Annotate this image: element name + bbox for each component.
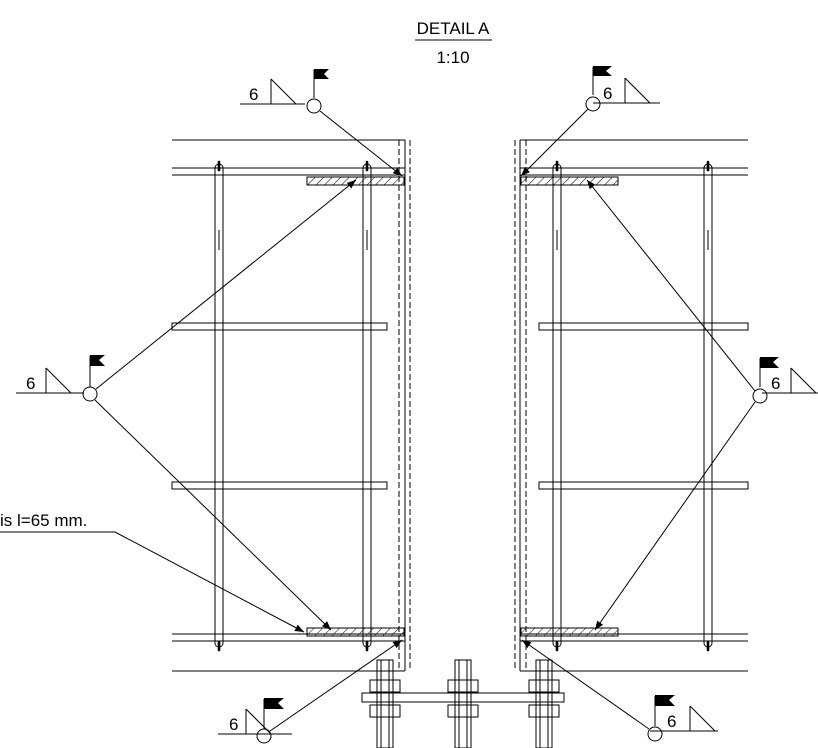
- right-bottom-weld-plate: [520, 627, 619, 637]
- bolt-shank: [535, 659, 553, 748]
- weld-symbol-mid-right: 6: [586, 179, 818, 631]
- bolt-nut: [528, 679, 560, 693]
- weld-size-label: 6: [229, 715, 238, 734]
- left-bottom-weld-plate: [306, 627, 405, 637]
- weld-size-label: 6: [667, 712, 676, 731]
- fillet-weld-icon: [624, 78, 650, 104]
- fillet-weld-icon: [270, 79, 296, 105]
- weld-all-around-circle: [306, 98, 322, 114]
- right-tie-2: [538, 481, 749, 490]
- weld-symbol-top-right: 6: [520, 66, 660, 177]
- bolt-nut: [447, 679, 479, 693]
- leader-arrow-lower: [94, 399, 332, 631]
- fillet-weld-icon: [45, 368, 71, 394]
- leader-arrow-upper: [586, 179, 756, 392]
- weld-size-label: 6: [603, 84, 612, 103]
- field-weld-flag-icon: [760, 357, 779, 368]
- leader-arrow: [269, 639, 403, 732]
- leader-arrow-upper: [95, 179, 357, 390]
- detail-title: DETAIL A: [417, 19, 490, 38]
- leader-arrow: [520, 108, 589, 177]
- weld-symbol-top-left: 6: [240, 69, 403, 177]
- bolt-nut: [369, 679, 401, 693]
- weld-all-around-circle: [585, 96, 601, 112]
- bolt-left: [369, 659, 401, 748]
- fillet-weld-icon: [245, 709, 271, 735]
- weld-length-note-text: is l=65 mm.: [0, 511, 87, 530]
- weld-length-note: is l=65 mm.: [0, 511, 305, 633]
- left-tie-1: [171, 322, 388, 331]
- weld-symbol-mid-left: 6: [16, 179, 357, 631]
- leader-arrow: [521, 639, 650, 730]
- leader-arrow: [319, 110, 403, 177]
- fillet-weld-icon: [689, 706, 715, 732]
- weld-all-around-circle: [82, 386, 98, 402]
- weld-all-around-circle: [752, 388, 768, 404]
- right-beam: [514, 139, 749, 672]
- drawing-title: DETAIL A 1:10: [415, 19, 492, 67]
- field-weld-flag-icon: [655, 695, 675, 706]
- field-weld-flag-icon: [593, 66, 612, 76]
- left-tie-2: [171, 481, 388, 490]
- bolt-shank: [454, 659, 472, 748]
- weld-size-label: 6: [249, 85, 258, 104]
- weld-symbol-bottom-left: 6: [218, 639, 403, 744]
- right-tie-1: [538, 322, 749, 331]
- weld-size-label: 6: [26, 374, 35, 393]
- field-weld-flag-icon: [314, 69, 329, 79]
- bolt-nut: [447, 704, 479, 718]
- leader-arrow-lower: [594, 401, 756, 631]
- bolt-right: [528, 659, 560, 748]
- detail-scale: 1:10: [436, 48, 469, 67]
- weld-all-around-circle: [256, 728, 272, 744]
- bolt-middle: [447, 659, 479, 748]
- weld-symbol-bottom-right: 6: [521, 639, 718, 742]
- weld-size-label: 6: [771, 374, 780, 393]
- bolt-connection: [361, 659, 565, 748]
- weld-all-around-circle: [647, 726, 663, 742]
- left-beam: [171, 139, 411, 672]
- bolt-nut: [528, 704, 560, 718]
- bolt-nut: [369, 704, 401, 718]
- right-top-weld-plate: [520, 176, 619, 186]
- fillet-weld-icon: [790, 368, 816, 394]
- bolt-shank: [376, 659, 394, 748]
- note-leader-arrow: [114, 531, 305, 633]
- field-weld-flag-icon: [264, 698, 284, 709]
- connection-plate: [361, 692, 565, 703]
- field-weld-flag-icon: [90, 355, 105, 366]
